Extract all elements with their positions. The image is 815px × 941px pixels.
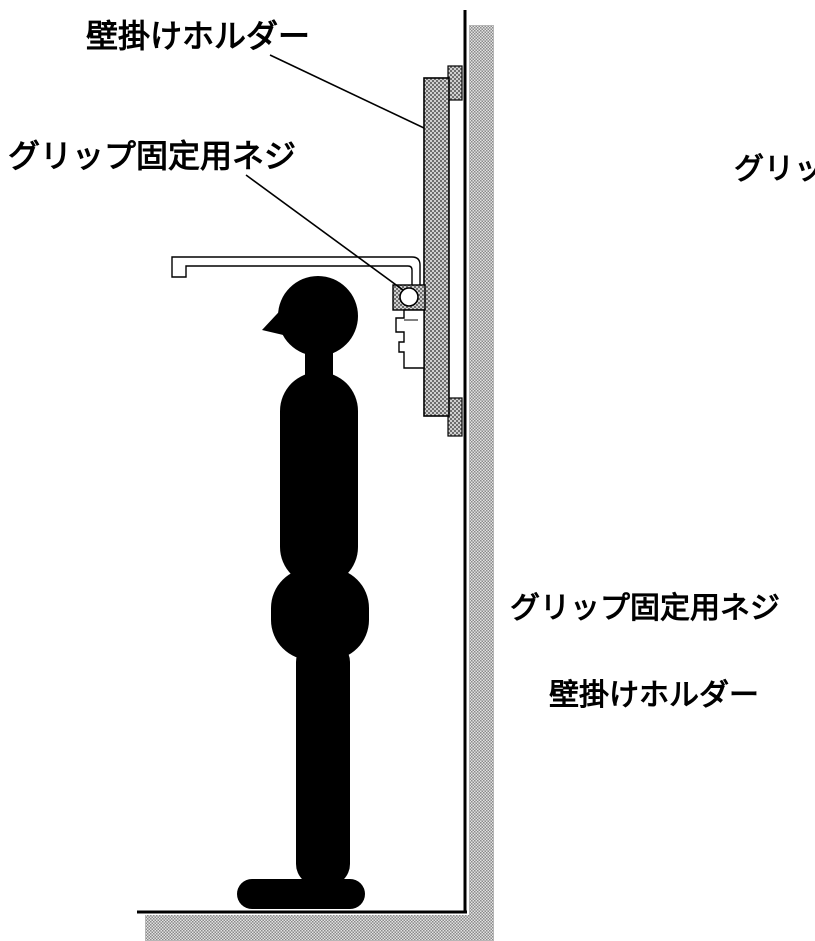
person-silhouette: [237, 276, 369, 909]
person-cap-brim: [262, 300, 296, 338]
person-hips: [271, 568, 369, 660]
grip-bar: [171, 256, 421, 287]
grip-screw-label: グリップ固定用ネジ: [8, 137, 296, 175]
wall-holder-plate: [423, 77, 450, 417]
grip-clamp: [395, 309, 425, 369]
grip-screw: [399, 287, 419, 307]
holder-pad-bottom: [447, 397, 463, 437]
wall-hatch: [469, 25, 494, 925]
grip-screw-leader: [245, 174, 404, 291]
person-head: [278, 276, 358, 356]
wall-holder-label: 壁掛けホルダー: [86, 17, 310, 55]
holder-pad-top: [447, 65, 463, 101]
grip-partial-label: グリッ: [734, 152, 815, 187]
wall-holder-leader: [269, 54, 425, 129]
grip-screw-label-repeat: グリップ固定用ネジ: [510, 591, 780, 626]
person-feet: [237, 879, 365, 909]
wall-holder-label-repeat: 壁掛けホルダー: [549, 678, 759, 713]
person-legs: [296, 640, 350, 886]
person-torso: [280, 372, 358, 586]
floor-hatch: [145, 915, 494, 941]
